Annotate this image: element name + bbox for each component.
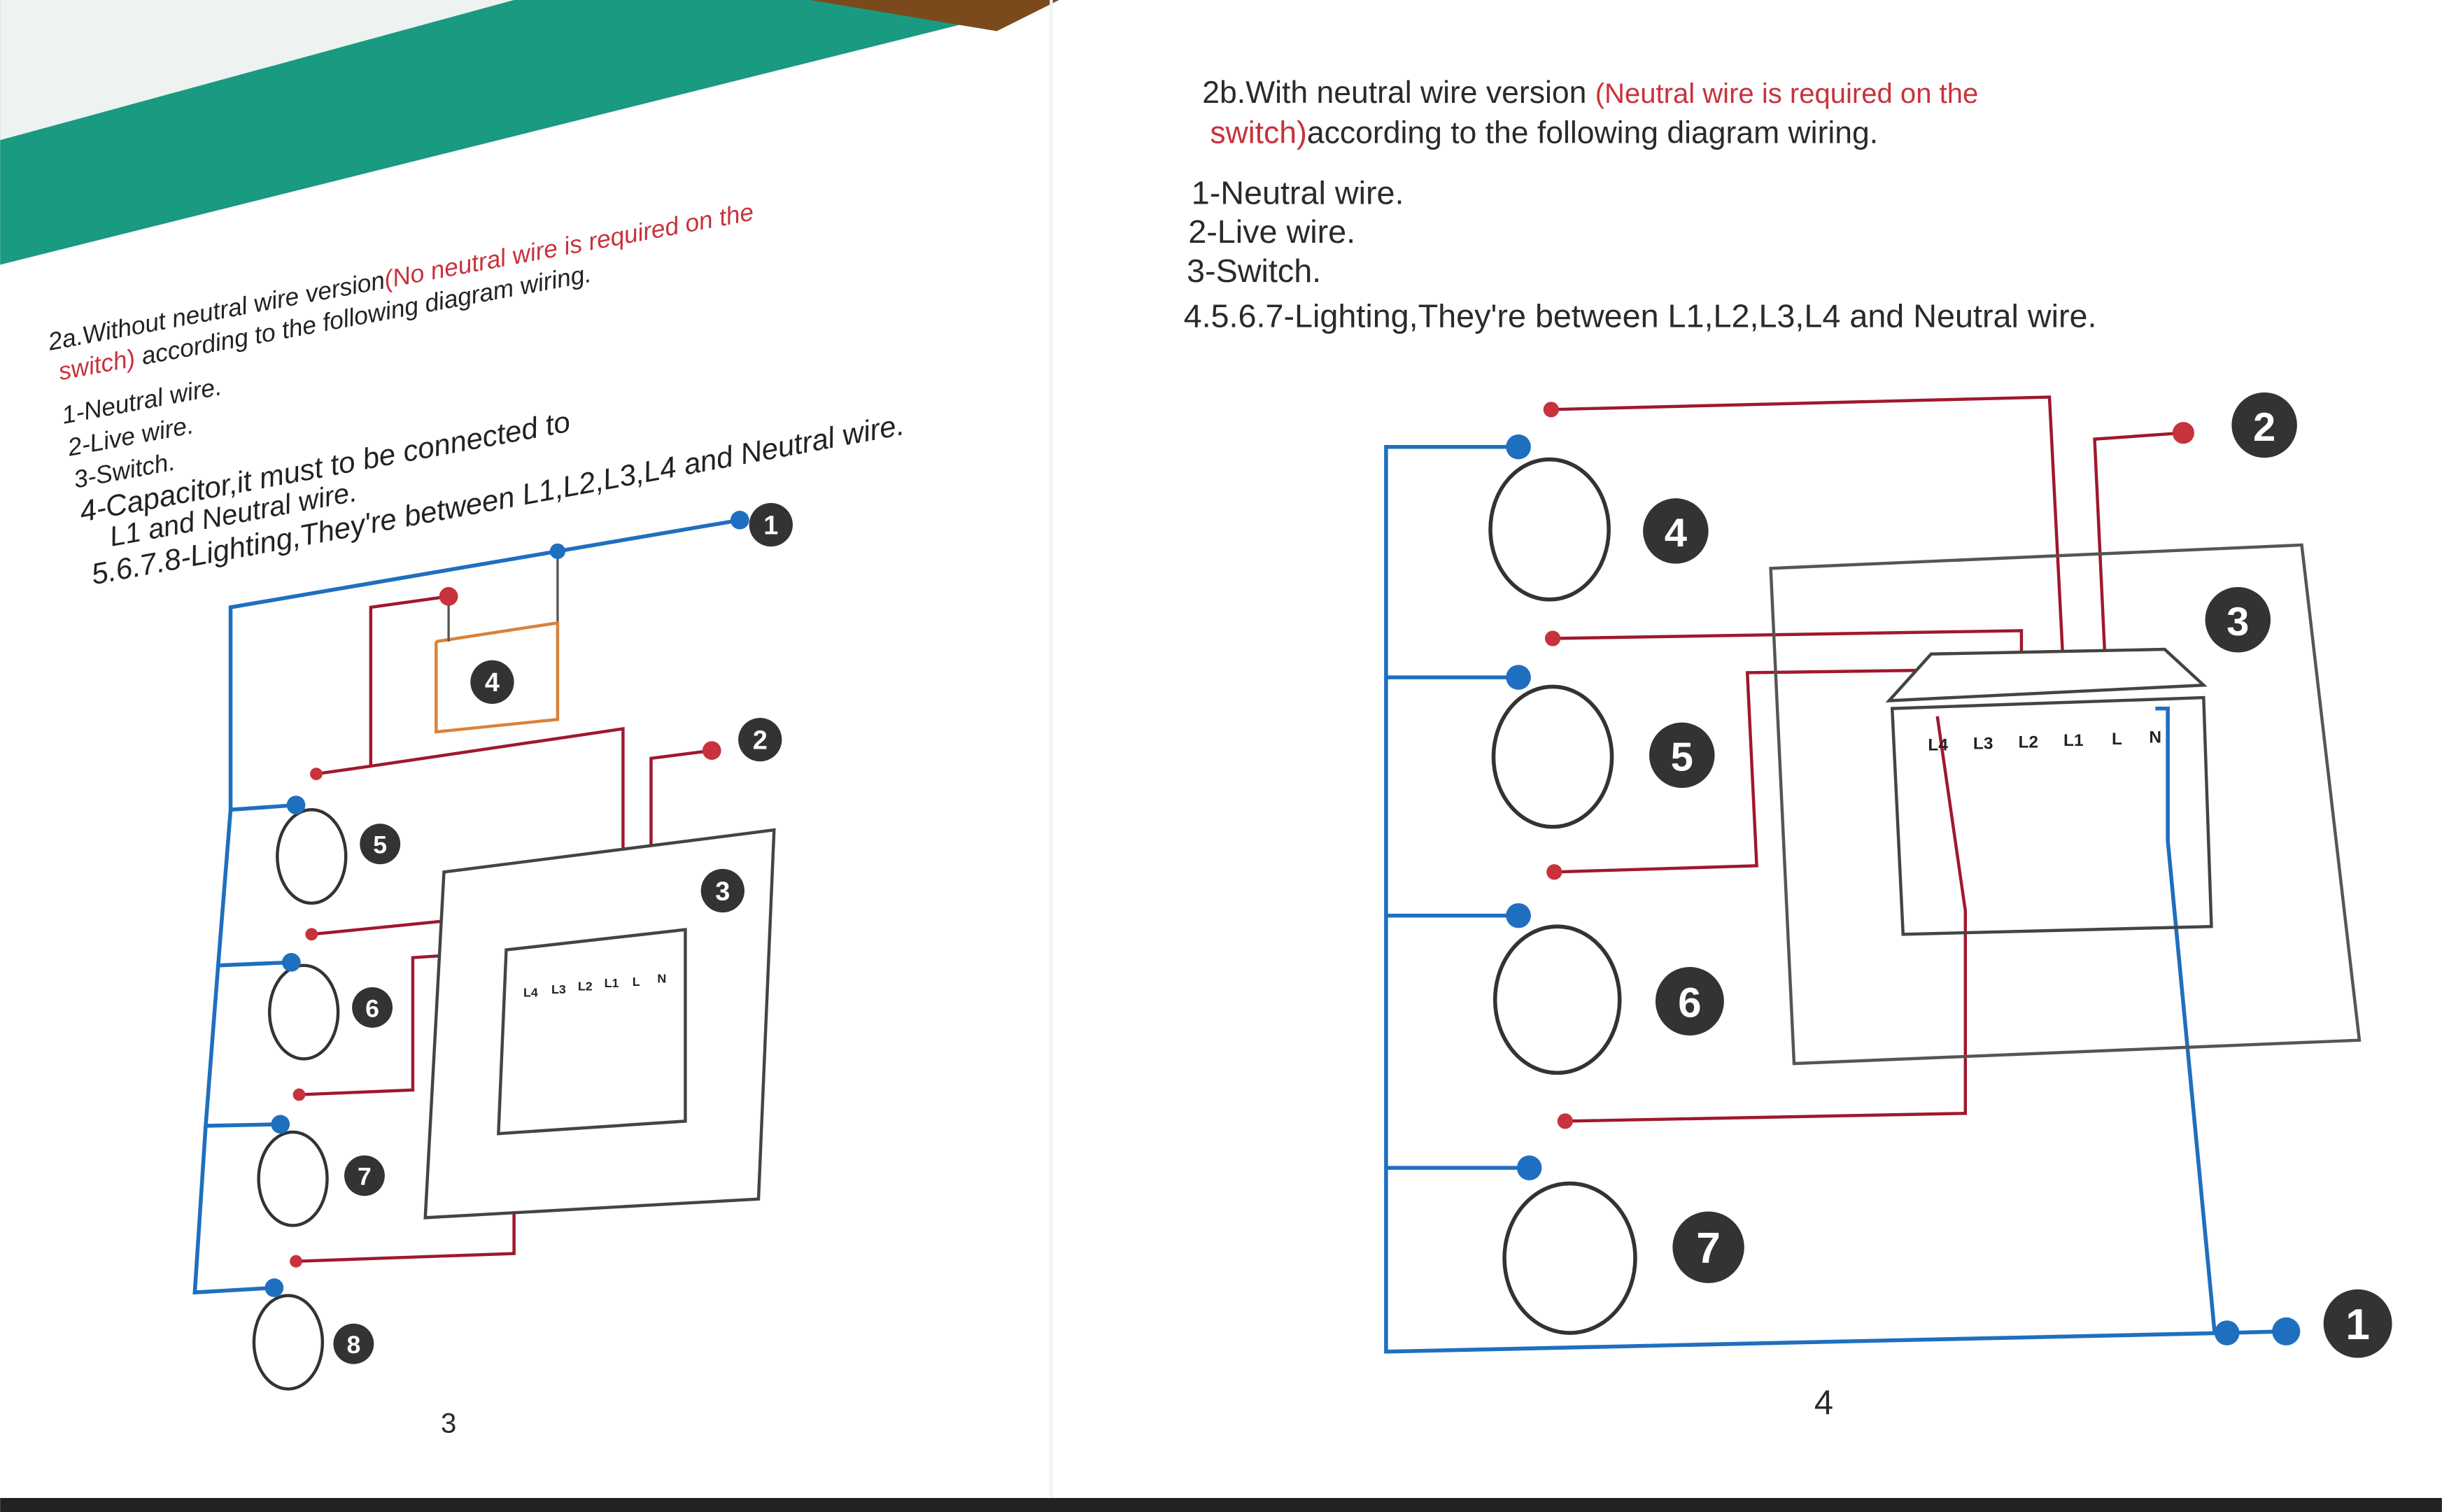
table-edge [0, 1497, 2442, 1512]
right-item-4: 4.5.6.7-Lighting,They're between L1,L2,L… [1184, 297, 2097, 334]
marker-8: 8 [346, 1331, 360, 1359]
left-page-number: 3 [441, 1408, 456, 1439]
right-terminal-l3: L3 [1973, 734, 1993, 753]
right-live-wire [2093, 431, 2184, 670]
marker-5: 5 [373, 831, 387, 859]
marker-2: 2 [753, 726, 768, 755]
right-heading-note: (Neutral wire is required on the [1595, 78, 1979, 109]
right-heading-prefix: 2b.With neutral wire version [1202, 76, 1595, 110]
left-neutral-wire [228, 518, 740, 812]
svg-text:switch)according to the follow: switch)according to the following diagra… [1210, 116, 1878, 150]
marker-1: 1 [763, 511, 778, 540]
marker-6: 6 [1678, 979, 1701, 1026]
marker-1: 1 [2345, 1301, 2370, 1349]
marker-3: 3 [2226, 600, 2249, 644]
right-terminal-l1: L1 [2063, 731, 2084, 750]
left-markers: 1 2 3 4 5 6 7 8 [333, 502, 793, 1364]
right-item-1: 1-Neutral wire. [1192, 175, 1404, 211]
right-heading-suffix: according to the following diagram wirin… [1307, 116, 1878, 150]
marker-3: 3 [715, 877, 730, 906]
marker-5: 5 [1671, 735, 1693, 780]
left-terminal-l3: L3 [551, 982, 566, 996]
marker-4: 4 [1665, 511, 1687, 556]
marker-7: 7 [358, 1163, 372, 1191]
left-live-wire-5 [316, 595, 449, 776]
right-live-wire-4 [1551, 395, 2066, 670]
cover-corner [0, 0, 514, 141]
right-switch-plate [1769, 543, 2362, 1066]
left-terminal-l4: L4 [523, 985, 538, 999]
left-terminal-n: N [657, 971, 666, 985]
cover-edge [810, 0, 1059, 31]
marker-6: 6 [365, 994, 379, 1022]
right-terminal-n: N [2149, 728, 2161, 747]
left-terminal-l: L [633, 975, 640, 989]
left-wiring-diagram: L4 L3 L2 L1 L N 1 2 3 4 5 6 7 8 3 [192, 502, 793, 1439]
marker-7: 7 [1696, 1224, 1721, 1273]
marker-4: 4 [485, 668, 500, 698]
right-terminal-l: L [2112, 730, 2122, 749]
marker-2: 2 [2253, 405, 2275, 450]
left-terminal-l2: L2 [578, 979, 593, 993]
right-page-number: 4 [1814, 1384, 1833, 1422]
right-instructions: 2b.With neutral wire version (Neutral wi… [1184, 76, 2097, 334]
svg-text:2b.With neutral wire version (: 2b.With neutral wire version (Neutral wi… [1202, 76, 1978, 110]
right-item-3: 3-Switch. [1187, 253, 1321, 289]
right-item-2: 2-Live wire. [1188, 213, 1355, 250]
right-neutral-wire [1384, 444, 2287, 1354]
right-heading-note-2: switch) [1210, 116, 1306, 150]
right-terminal-l4: L4 [1928, 736, 1948, 755]
left-terminal-l1: L1 [605, 976, 619, 990]
right-terminal-l2: L2 [2018, 733, 2038, 751]
right-markers: 1 2 3 4 5 6 7 [1643, 392, 2392, 1358]
capacitor-box [435, 621, 560, 734]
right-wiring-diagram: L4 L3 L2 L1 L N 1 2 3 4 5 6 7 4 [1384, 392, 2392, 1422]
